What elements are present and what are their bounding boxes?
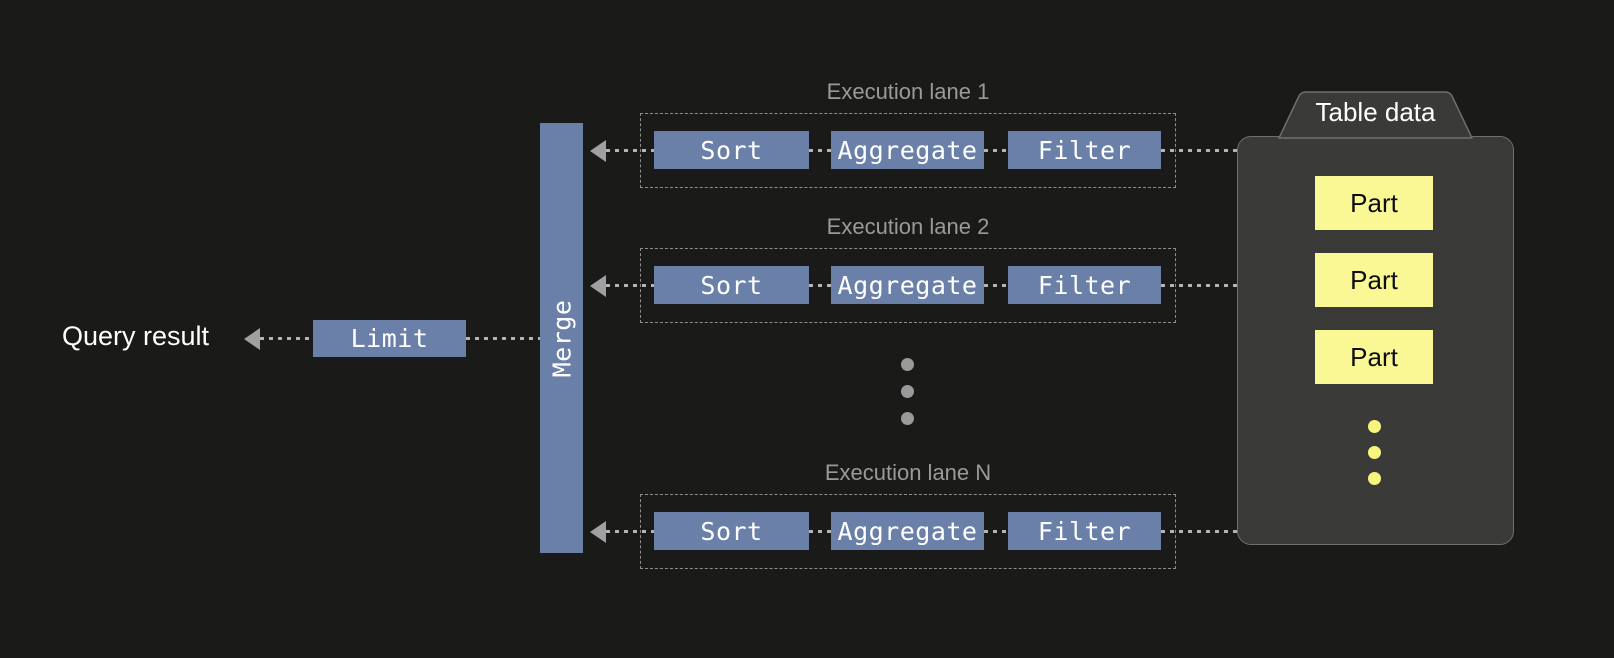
lane-label-2: Execution lane 2 — [826, 214, 990, 239]
lane-1-operator-aggregate[interactable]: Aggregate — [831, 131, 984, 169]
table-data-ellipsis-icon — [1368, 420, 1381, 485]
lane-label-1: Execution lane 1 — [826, 79, 990, 104]
lane-1-operator-filter[interactable]: Filter — [1008, 131, 1161, 169]
merge-operator[interactable]: Merge — [540, 123, 583, 553]
lane-n-operator-sort[interactable]: Sort — [654, 512, 809, 550]
lane-2-merge-connector — [606, 284, 656, 287]
operator-limit[interactable]: Limit — [313, 320, 466, 357]
lane-ellipsis-icon — [901, 358, 914, 425]
lane-1-operator-sort[interactable]: Sort — [654, 131, 809, 169]
lane-n-connector-aggregate-filter — [984, 530, 1009, 533]
lane-1-connector-sort-aggregate — [809, 149, 832, 152]
query-result-label: Query result — [62, 321, 210, 351]
table-data-part-1[interactable]: Part — [1315, 176, 1433, 230]
limit-to-result-connector — [260, 337, 318, 340]
lane-2-table-connector — [1161, 284, 1239, 287]
lane-n-merge-connector — [606, 530, 656, 533]
table-data-part-3[interactable]: Part — [1315, 330, 1433, 384]
table-data-tab-shape — [1237, 90, 1514, 152]
lane-2-operator-filter[interactable]: Filter — [1008, 266, 1161, 304]
table-data-container: Table data Part Part Part — [1237, 90, 1514, 545]
lane-n-arrowhead — [590, 521, 606, 543]
lane-label-n: Execution lane N — [824, 460, 992, 485]
lane-2-connector-sort-aggregate — [809, 284, 832, 287]
lane-1-merge-connector — [606, 149, 656, 152]
lane-2-arrowhead — [590, 275, 606, 297]
merge-label: Merge — [547, 299, 577, 377]
lane-2-connector-aggregate-filter — [984, 284, 1009, 287]
table-data-title: Table data — [1315, 97, 1436, 127]
query-result-arrowhead — [244, 328, 260, 350]
lane-1-table-connector — [1161, 149, 1239, 152]
lane-2-operator-aggregate[interactable]: Aggregate — [831, 266, 984, 304]
lane-n-operator-filter[interactable]: Filter — [1008, 512, 1161, 550]
merge-to-limit-connector — [466, 337, 542, 340]
lane-2-operator-sort[interactable]: Sort — [654, 266, 809, 304]
lane-n-connector-sort-aggregate — [809, 530, 832, 533]
lane-n-table-connector — [1161, 530, 1239, 533]
lane-n-operator-aggregate[interactable]: Aggregate — [831, 512, 984, 550]
table-data-part-2[interactable]: Part — [1315, 253, 1433, 307]
lane-1-arrowhead — [590, 140, 606, 162]
lane-1-connector-aggregate-filter — [984, 149, 1009, 152]
